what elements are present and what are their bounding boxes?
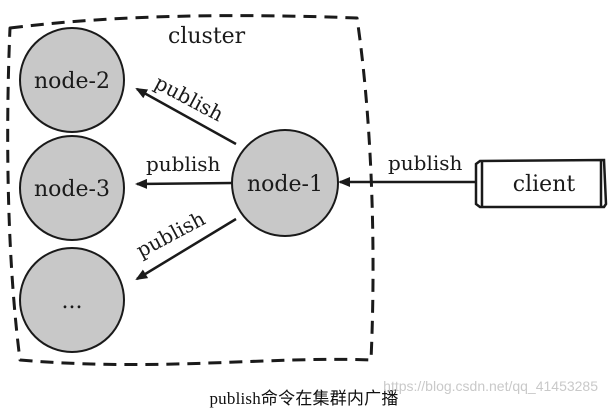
watermark: https://blog.csdn.net/qq_41453285 [383,378,598,394]
node-1-label: node-1 [247,172,323,197]
node-3: node-3 [19,135,125,241]
arrow-node-1-to-ellipsis [135,217,237,281]
node-ellipsis: ... [19,247,125,353]
cluster-label: cluster [168,24,246,49]
node-1: node-1 [231,129,339,237]
figure-caption: publish命令在集群内广播 [209,389,399,408]
client-box: client [474,158,608,209]
node-ellipsis-label: ... [62,289,83,314]
edge-label-node-3: publish [146,152,221,176]
arrow-node-1-to-node-2 [135,87,237,146]
node-2-label: node-2 [34,69,110,94]
cluster-boundary [6,14,375,367]
edge-label-client: publish [388,151,463,175]
node-3-label: node-3 [34,177,110,202]
node-2: node-2 [19,27,125,133]
client-label: client [513,172,576,197]
edge-label-ellipsis: publish [132,206,209,262]
arrow-node-1-to-node-3 [135,178,233,189]
